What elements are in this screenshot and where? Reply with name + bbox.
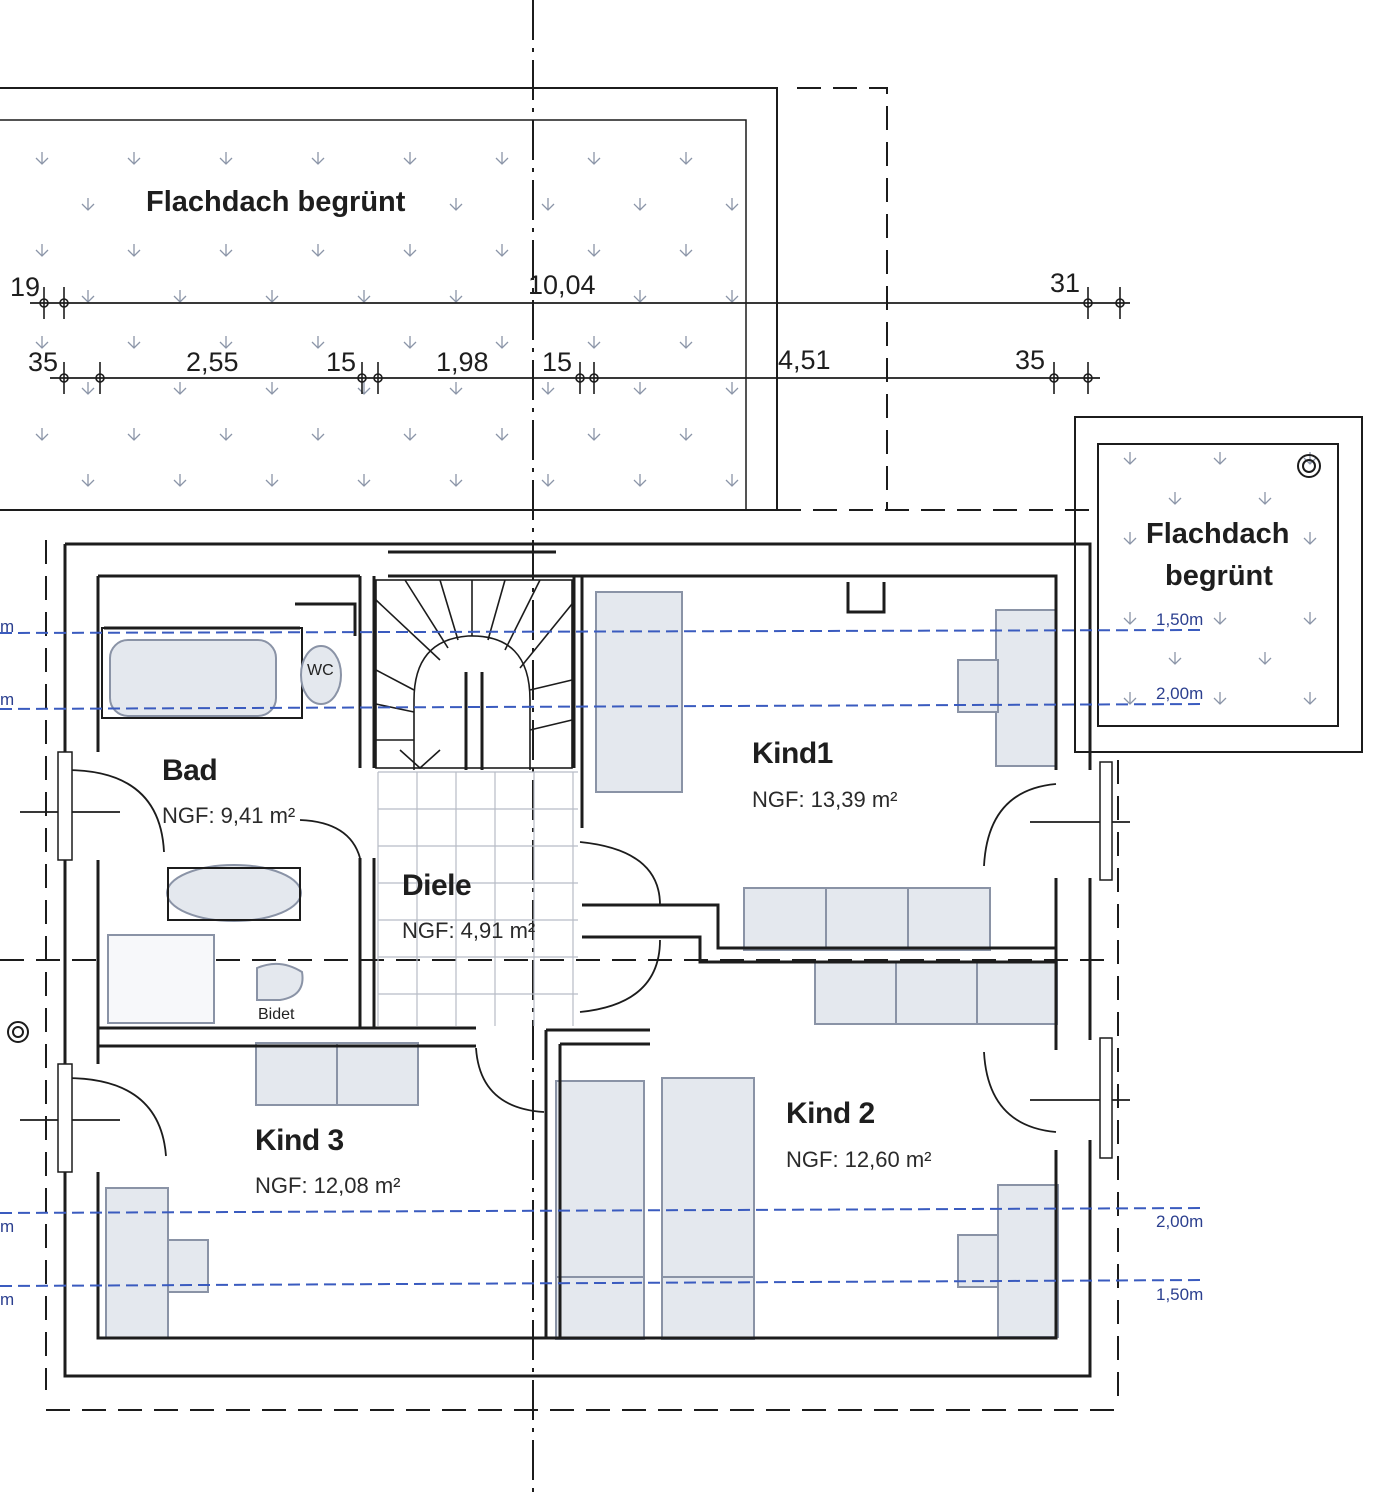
height-lines bbox=[0, 629, 1206, 1287]
doors bbox=[20, 769, 1130, 1157]
roof-right-outline bbox=[1074, 416, 1363, 753]
room-name-bad: Bad bbox=[162, 754, 218, 787]
room-area-diele: NGF: 4,91 m² bbox=[402, 918, 536, 943]
dim-1-98: 1,98 bbox=[436, 347, 489, 377]
room-area-bad: NGF: 9,41 m² bbox=[162, 803, 296, 828]
furniture bbox=[101, 591, 1059, 1340]
green-roof-pattern-right bbox=[1123, 452, 1317, 705]
room-area-kind1: NGF: 13,39 m² bbox=[752, 787, 898, 812]
wc-label: WC bbox=[307, 662, 334, 679]
dimension-lines bbox=[30, 302, 1130, 379]
roof-top-label: Flachdach begrünt bbox=[146, 186, 406, 218]
room-name-kind2: Kind 2 bbox=[786, 1097, 875, 1130]
dim-31: 31 bbox=[1050, 268, 1081, 298]
room-name-kind3: Kind 3 bbox=[255, 1124, 344, 1157]
room-name-kind1: Kind1 bbox=[752, 737, 833, 770]
height-label-2: 2,00m bbox=[1156, 684, 1204, 703]
drain-symbol bbox=[7, 1021, 29, 1043]
bidet-label: Bidet bbox=[258, 1006, 295, 1023]
dim-19: 19 bbox=[10, 272, 41, 302]
roof-right-label-line1: Flachdach bbox=[1146, 518, 1290, 550]
room-area-kind2: NGF: 12,60 m² bbox=[786, 1147, 932, 1172]
height-label-3: 2,00m bbox=[1156, 1212, 1204, 1231]
roof-top-outline bbox=[0, 87, 1100, 511]
dim-35-left: 35 bbox=[28, 347, 59, 377]
hall-tiles bbox=[377, 771, 578, 1026]
height-label-left-2: m bbox=[0, 690, 15, 709]
dim-15-b: 15 bbox=[542, 347, 573, 377]
staircase bbox=[375, 579, 573, 770]
dimension-ticks bbox=[39, 287, 1125, 394]
height-label-left-3: m bbox=[0, 1217, 15, 1236]
dim-10-04: 10,04 bbox=[528, 270, 596, 300]
dim-2-55: 2,55 bbox=[186, 347, 239, 377]
height-label-left-4: m bbox=[0, 1290, 15, 1309]
room-area-kind3: NGF: 12,08 m² bbox=[255, 1173, 401, 1198]
dim-15-a: 15 bbox=[326, 347, 357, 377]
height-label-1: 1,50m bbox=[1156, 610, 1204, 629]
dim-4-51: 4,51 bbox=[778, 345, 831, 375]
room-name-diele: Diele bbox=[402, 869, 472, 902]
windows bbox=[57, 751, 1113, 1173]
roof-right-label-line2: begrünt bbox=[1165, 560, 1273, 592]
green-roof-pattern-top bbox=[35, 152, 739, 487]
height-label-4: 1,50m bbox=[1156, 1285, 1204, 1304]
walls bbox=[63, 542, 1092, 1378]
dim-35-right: 35 bbox=[1015, 345, 1046, 375]
height-label-left-1: m bbox=[0, 617, 15, 636]
